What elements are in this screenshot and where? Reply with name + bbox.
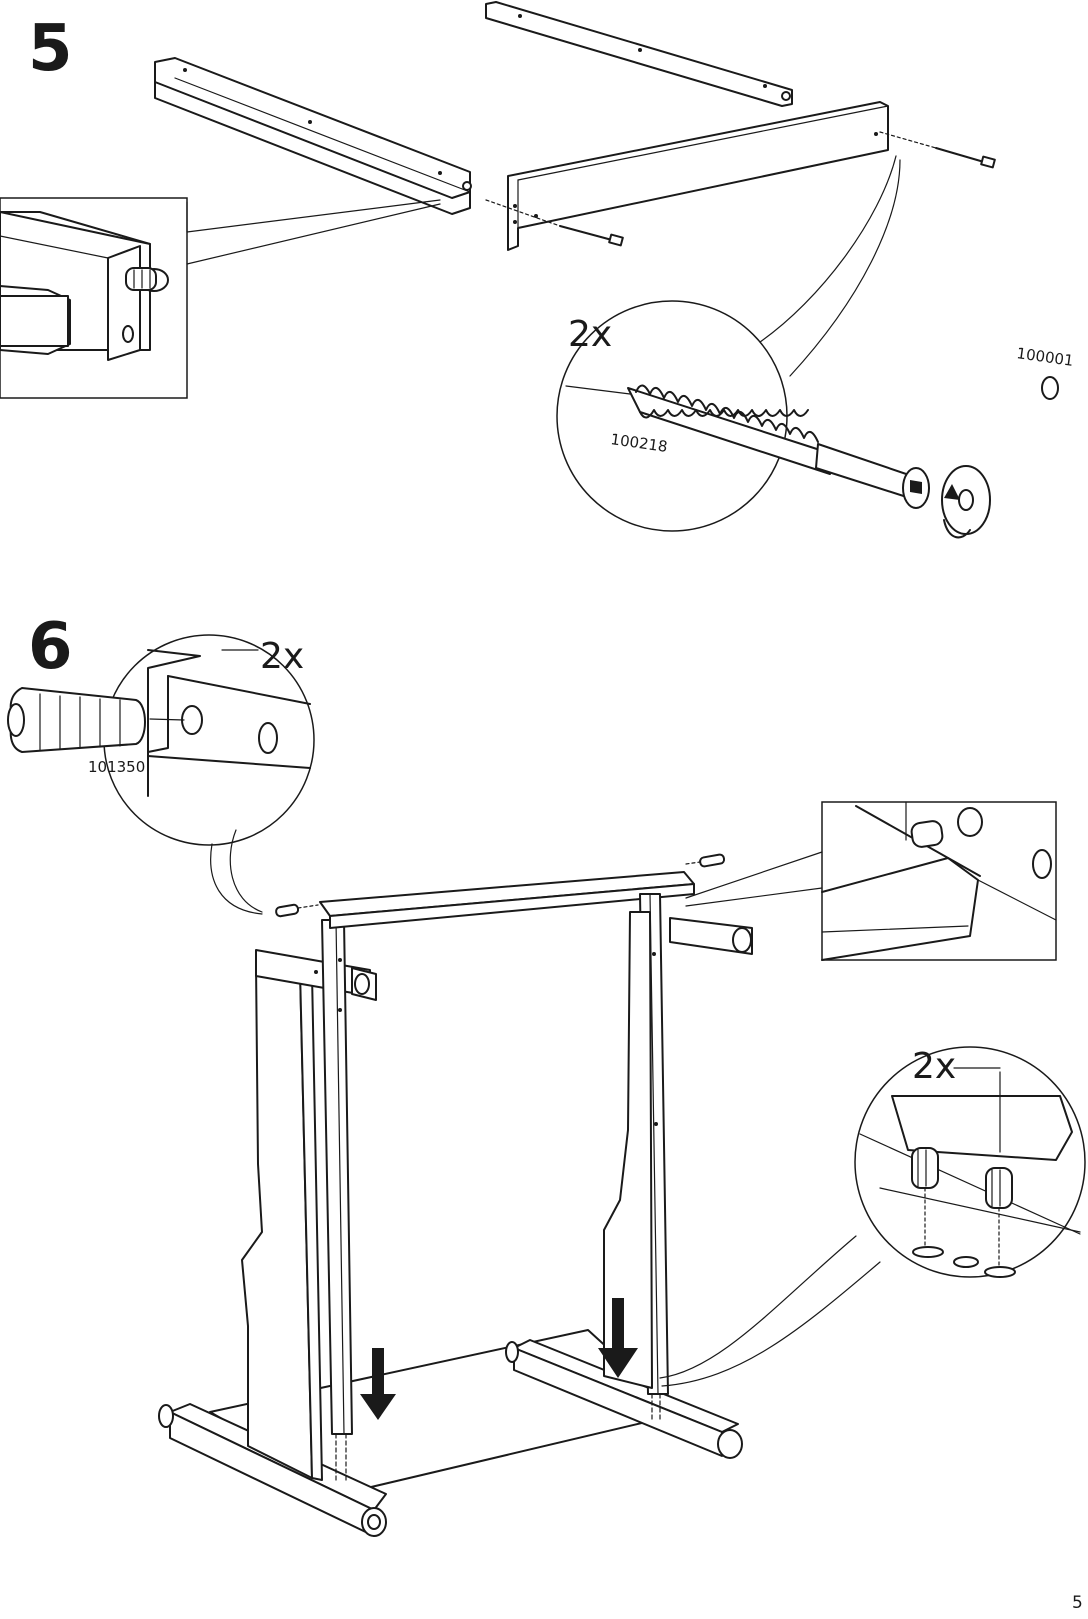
cam-bolt-small-2 (879, 131, 996, 169)
down-arrow-icon-right (598, 1298, 638, 1378)
cam-bolt-callout: 2x 100218 (556, 155, 930, 532)
step-5-number: 5 (28, 12, 73, 86)
step-6-quantity-peg: 2x (912, 1046, 956, 1087)
side-panel (507, 101, 889, 251)
peg-insertion-detail: 2x (659, 1046, 1086, 1387)
small-dowel-1 (275, 903, 319, 918)
back-rail (485, 1, 793, 107)
step-6-number: 6 (28, 610, 73, 684)
step-5-quantity: 2x (568, 314, 612, 355)
dowel-part: 101350 (7, 687, 146, 776)
step-6-quantity-dowel: 2x (260, 636, 304, 677)
left-rail (154, 57, 472, 215)
rotate-arrow-icon (941, 465, 991, 539)
down-arrow-icon-left (360, 1348, 396, 1420)
part-id-101350: 101350 (88, 758, 145, 776)
frame-corner-inset (685, 801, 1057, 961)
allen-key-part: 100001 (958, 344, 1075, 513)
desk-frame-assembly (158, 871, 753, 1537)
cam-bolt-part (627, 384, 930, 509)
dowel-callout: 2x (103, 634, 315, 915)
small-dowel-2 (685, 853, 726, 868)
dowel-detail-inset (0, 197, 441, 399)
page-number: 5 (1072, 1593, 1083, 1613)
cam-bolt-small-1 (485, 199, 624, 247)
part-id-100001: 100001 (1015, 344, 1074, 370)
